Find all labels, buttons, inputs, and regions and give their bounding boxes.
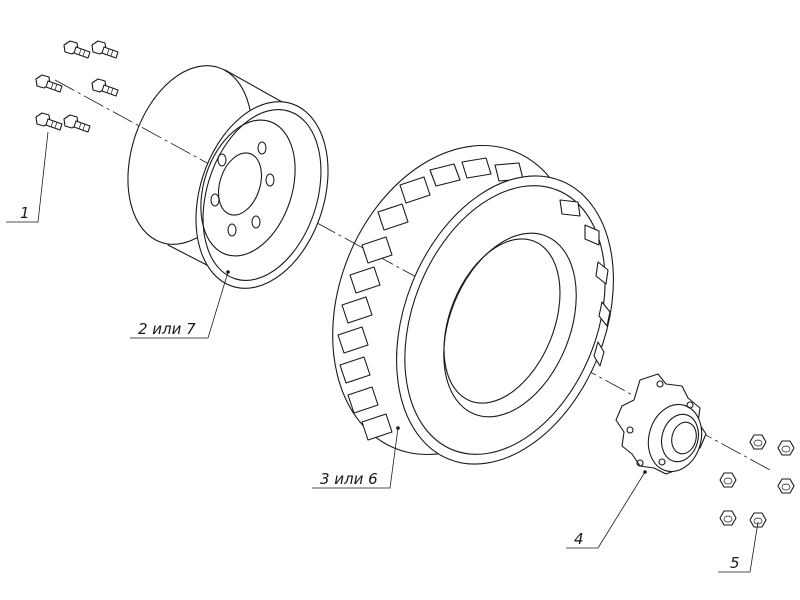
leader-nuts — [718, 521, 759, 573]
callout-hub: 4 — [574, 530, 584, 548]
nut — [777, 440, 795, 456]
nut-set — [719, 434, 795, 528]
nut — [777, 478, 795, 494]
callout-tire: 3 или 6 — [320, 470, 378, 488]
bolt — [35, 74, 63, 93]
tire — [332, 144, 614, 465]
bolt — [63, 114, 91, 133]
nut — [719, 472, 737, 488]
leader-bolts — [6, 131, 49, 223]
leader-hub — [566, 471, 646, 549]
nut — [749, 512, 767, 528]
tread-lugs — [337, 157, 573, 441]
leader-tire — [312, 427, 399, 489]
bolt — [91, 78, 119, 97]
bolt — [91, 40, 119, 59]
callout-nuts: 5 — [730, 554, 740, 572]
bolt — [63, 40, 91, 59]
hub — [615, 373, 707, 475]
bolt-set — [35, 40, 119, 133]
nut — [719, 510, 737, 526]
nut — [749, 434, 767, 450]
rim — [127, 65, 329, 289]
bolt — [35, 112, 63, 131]
callout-bolts: 1 — [20, 204, 30, 222]
leader-rim — [130, 271, 229, 339]
callout-rim: 2 или 7 — [138, 320, 196, 338]
